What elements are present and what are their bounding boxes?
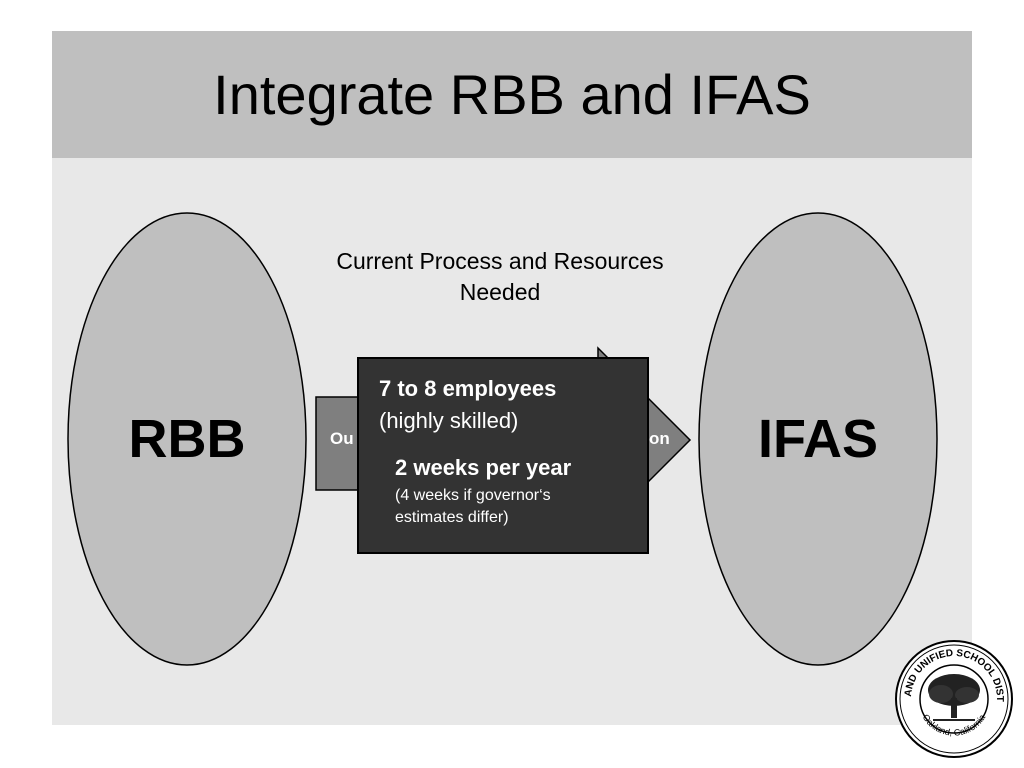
slide-title: Integrate RBB and IFAS	[213, 63, 811, 126]
callout-skill-note: (highly skilled)	[379, 408, 519, 433]
callout-duration: 2 weeks per year	[395, 455, 572, 480]
ifas-label: IFAS	[757, 409, 879, 469]
oak-tree-icon	[928, 674, 980, 721]
arrow-text-left: Ou	[330, 429, 354, 448]
callout-box: 7 to 8 employees (highly skilled) 2 week…	[357, 357, 649, 554]
arrow-text-right: on	[649, 429, 670, 448]
district-seal-logo: OAKLAND UNIFIED SCHOOL DISTRICT Oakland,…	[893, 638, 1013, 758]
title-bar	[52, 31, 972, 158]
rbb-ellipse	[67, 212, 307, 666]
rbb-label: RBB	[128, 409, 246, 469]
callout-employees: 7 to 8 employees	[379, 376, 557, 401]
process-subtitle: Current Process and Resources Needed	[336, 248, 664, 305]
callout-duration-note: (4 weeks if governor‘s estimates differ)	[395, 487, 551, 526]
ifas-ellipse	[698, 212, 938, 666]
